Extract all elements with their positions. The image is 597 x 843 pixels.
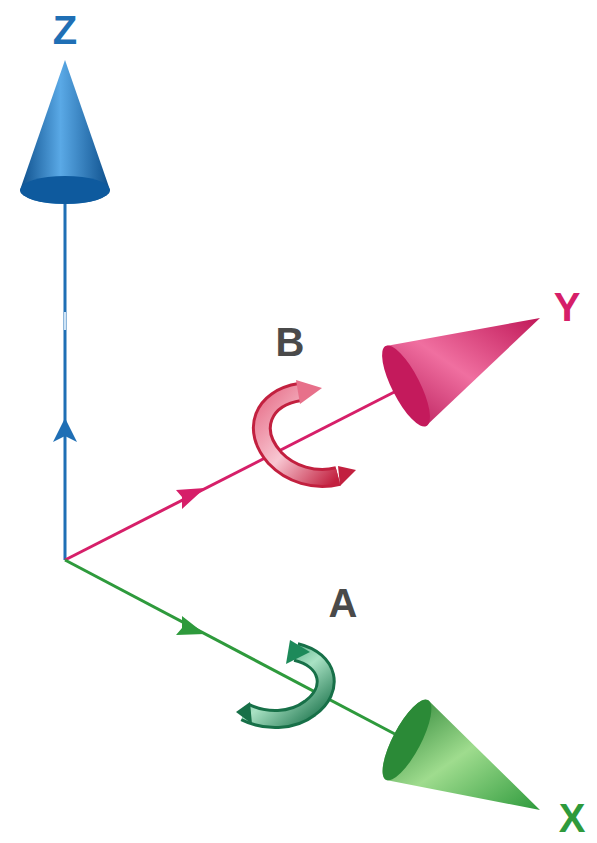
rotation-arrow-b: [262, 380, 356, 486]
y-axis-label: Y: [554, 287, 581, 327]
x-axis-label: X: [559, 798, 586, 838]
z-axis-arrowhead: [53, 418, 77, 442]
z-axis-label: Z: [53, 10, 77, 50]
rotation-label: B: [276, 322, 305, 362]
z-axis-line: [64, 190, 67, 560]
rotation-arrow-a: [236, 640, 326, 724]
z-axis-tick: [64, 312, 66, 330]
x-axis-line: [65, 560, 410, 742]
rotation-label: A: [329, 583, 358, 623]
x-axis-cone-base: [374, 694, 441, 787]
x-axis-arrowhead: [176, 616, 205, 635]
z-axis-cone-base: [20, 176, 110, 204]
z-axis-cone: [20, 60, 110, 204]
y-axis-line: [65, 384, 410, 560]
y-axis-cone-base: [373, 340, 439, 433]
y-axis-arrowhead: [176, 488, 205, 509]
